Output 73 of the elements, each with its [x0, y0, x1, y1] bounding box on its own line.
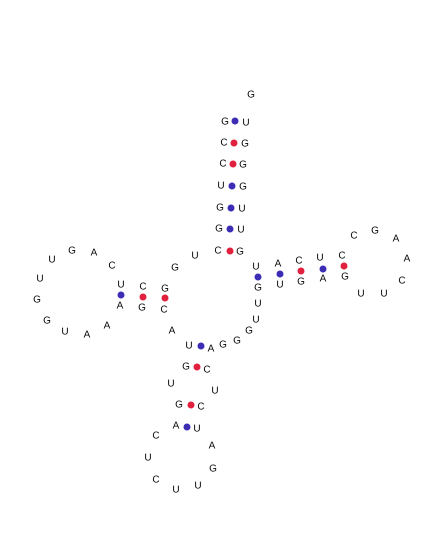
nucleotide-letter: A: [84, 330, 90, 340]
nucleotide-letter: G: [68, 246, 76, 256]
nucleotide-letter: G: [241, 138, 249, 150]
nucleotide-letter: C: [338, 250, 346, 262]
nucleotide-letter: U: [238, 204, 246, 214]
nucleotide-letter: U: [242, 118, 250, 128]
nucleotide-letter: A: [208, 344, 214, 354]
nucleotide-letter: G: [239, 182, 247, 192]
nucleotide-letter: U: [316, 252, 324, 264]
nucleotide-letter: U: [167, 378, 175, 390]
nucleotide-letter: G: [254, 282, 262, 294]
nucleotide-letter: A: [392, 234, 400, 244]
nucleotide-letter: G: [297, 276, 305, 288]
nucleotide-letter: G: [138, 302, 146, 314]
nucleotide-letter: A: [168, 326, 176, 336]
nucleotide-letter: U: [357, 288, 365, 300]
nucleotide-letter: C: [220, 138, 228, 148]
nucleotide-letter: G: [175, 400, 183, 410]
nucleotide-letter: U: [276, 280, 284, 290]
nucleotide-letter: U: [191, 250, 199, 262]
nucleotide-letter: A: [404, 254, 410, 264]
nucleotide-letter: C: [152, 474, 160, 486]
nucleotide-letter: G: [171, 262, 179, 274]
nucleotide-letter: G: [233, 336, 241, 346]
nucleotide-letter: U: [194, 480, 202, 492]
nucleotide-letter: G: [221, 116, 229, 128]
nucleotide-letter: C: [108, 260, 116, 272]
nucleotide-letter: G: [43, 316, 51, 326]
nucleotide-letter: A: [104, 320, 110, 332]
nucleotide-letter: A: [172, 420, 180, 432]
nucleotide-letter: G: [33, 294, 41, 306]
nucleotide-letter: U: [172, 484, 180, 496]
nucleotide-letter: U: [254, 298, 262, 310]
nucleotide-letter: U: [48, 254, 56, 266]
nucleotide-letter: A: [320, 274, 326, 284]
nucleotide-letter: A: [90, 248, 98, 258]
nucleotide-letter: U: [36, 274, 44, 284]
nucleotide-letter: C: [203, 364, 211, 376]
nucleotide-letter: G: [209, 464, 217, 474]
nucleotide-letter: U: [380, 288, 388, 300]
nucleotide-letter: A: [274, 258, 282, 270]
nucleotide-letter: U: [252, 314, 260, 326]
nucleotide-letter: G: [216, 202, 224, 214]
nucleotide-letter: G: [247, 90, 255, 100]
nucleotide-letter: C: [197, 402, 205, 412]
nucleotide-letter: C: [160, 304, 168, 316]
nucleotide-letter: U: [117, 280, 125, 290]
nucleotide-letter: G: [245, 326, 253, 336]
nucleotide-letter: C: [139, 282, 147, 292]
nucleotide-letter: U: [211, 386, 219, 396]
nucleotide-letter: U: [252, 262, 260, 272]
nucleotide-letter: U: [61, 326, 69, 338]
nucleotide-letter: G: [161, 284, 169, 294]
nucleotide-letter: G: [341, 272, 349, 282]
nucleotide-letter: G: [236, 246, 244, 258]
nucleotide-letter: C: [295, 256, 303, 266]
nucleotide-letter: C: [219, 158, 227, 170]
nucleotide-letter: C: [398, 276, 406, 286]
nucleotide-letter: A: [116, 300, 124, 312]
nucleotide-letter: G: [182, 362, 190, 372]
nucleotide-letter: C: [350, 230, 358, 242]
nucleotide-letter: U: [144, 452, 152, 464]
nucleotide-letter: U: [217, 180, 225, 192]
nucleotide-letter: U: [193, 424, 201, 434]
nucleotide-letter: U: [185, 340, 193, 352]
nucleotide-letter: G: [219, 340, 227, 350]
nucleotide-letter: G: [371, 226, 379, 236]
nucleotide-letter: C: [214, 246, 222, 256]
nucleotide-letter: G: [239, 160, 247, 170]
nucleotide-letter: U: [237, 224, 245, 236]
nucleotide-letter: G: [215, 224, 223, 234]
nucleotide-letter: A: [208, 440, 216, 452]
nucleotide-letter: C: [152, 430, 160, 442]
